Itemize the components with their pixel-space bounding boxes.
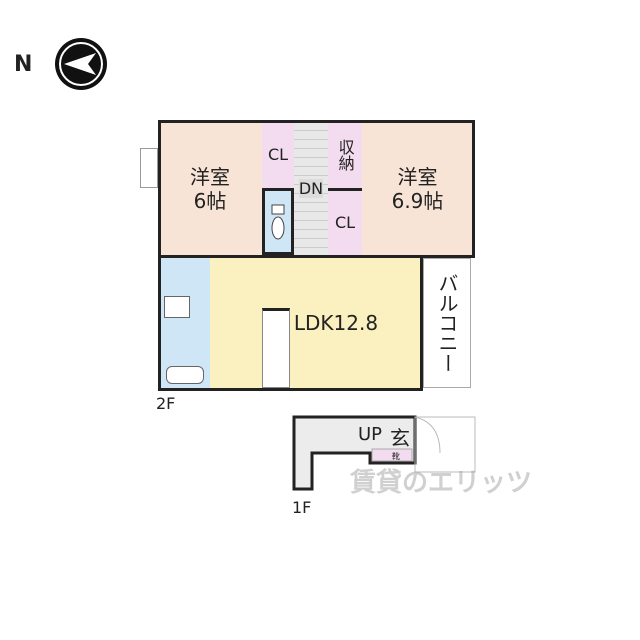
room-name: 洋室 bbox=[190, 164, 230, 189]
storage-label: 収納 bbox=[335, 139, 355, 171]
closet-label: CL bbox=[267, 145, 289, 165]
floor-label-2f: 2F bbox=[156, 394, 176, 413]
ldk-label: LDK12.8 bbox=[293, 311, 379, 335]
floor-1-outline bbox=[292, 415, 476, 491]
room-name: 洋室 bbox=[397, 164, 438, 189]
compass-arrow-icon bbox=[55, 38, 107, 90]
kitchen-counter bbox=[262, 308, 290, 388]
stairs-label: DN bbox=[298, 178, 324, 199]
shoe-box-label: 靴 bbox=[392, 452, 400, 461]
washer-icon bbox=[164, 296, 190, 318]
balcony: バルコニー bbox=[423, 258, 471, 388]
north-label: N bbox=[14, 52, 33, 77]
ldk: LDK12.8 bbox=[210, 258, 422, 388]
window bbox=[140, 148, 158, 188]
room-size: 6帖 bbox=[193, 188, 227, 213]
balcony-label: バルコニー bbox=[435, 273, 459, 373]
watermark: 賃貸のエリッツ bbox=[350, 468, 533, 498]
lower-wall bbox=[158, 255, 423, 391]
stairs-down: DN bbox=[294, 122, 328, 255]
storage: 収納 bbox=[328, 122, 362, 188]
closet-label: CL bbox=[334, 213, 356, 233]
bathtub-icon bbox=[166, 366, 204, 384]
closet-2: CL bbox=[328, 188, 362, 255]
entrance-label: 玄 bbox=[390, 426, 410, 450]
stairs-up-label: UP bbox=[358, 424, 383, 445]
toilet bbox=[262, 188, 294, 255]
upper-wall bbox=[158, 120, 475, 258]
closet-1: CL bbox=[262, 122, 294, 188]
toilet-icon bbox=[271, 204, 285, 239]
wet-area bbox=[160, 258, 210, 388]
floor-label-1f: 1F bbox=[292, 498, 312, 517]
room-size: 6.9帖 bbox=[391, 188, 444, 213]
